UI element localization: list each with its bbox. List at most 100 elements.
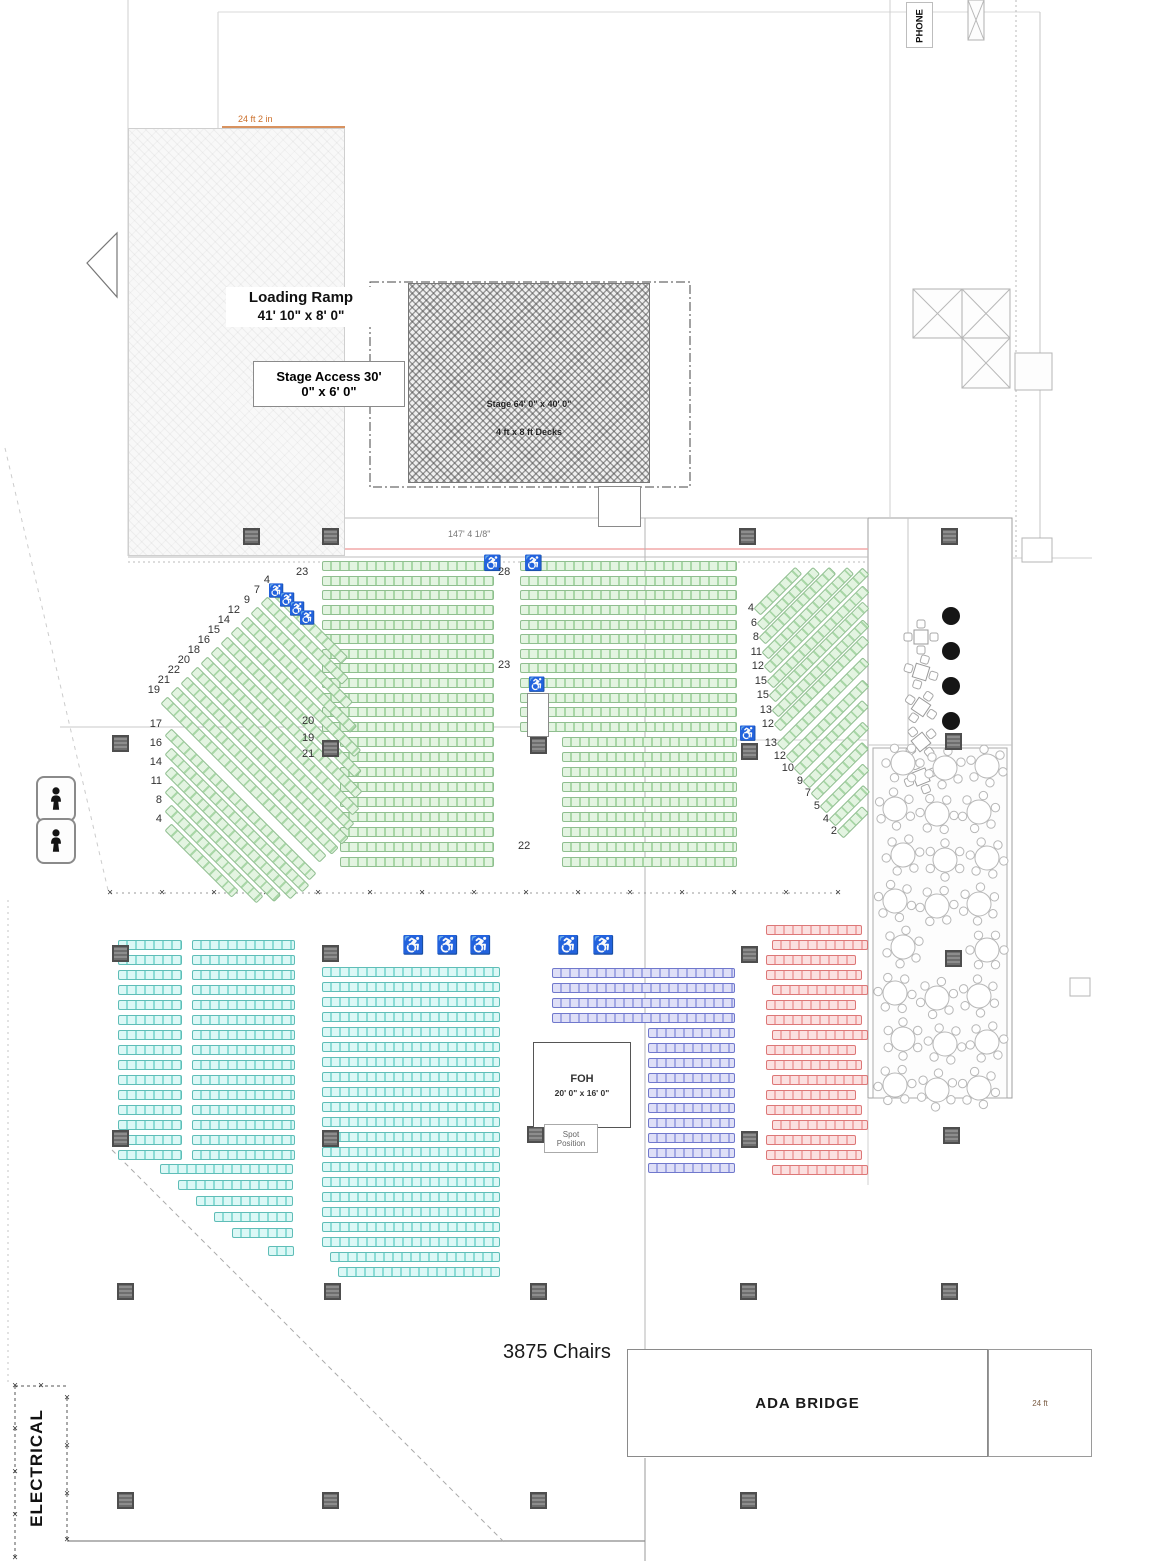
- seat-row: [562, 782, 737, 792]
- svg-text:×: ×: [575, 888, 581, 899]
- row-count-label: 13: [759, 704, 772, 716]
- svg-text:×: ×: [64, 1489, 70, 1500]
- svg-text:×: ×: [107, 888, 113, 899]
- stage-access-line2: 0" x 6' 0": [301, 384, 357, 399]
- seat-row: [772, 940, 868, 950]
- row-count-label: 16: [149, 737, 162, 749]
- person-icon: [51, 787, 61, 810]
- svg-text:×: ×: [159, 888, 165, 899]
- seat-row: [766, 1090, 856, 1100]
- foh-label-line2: 20' 0" x 16' 0": [554, 1087, 610, 1098]
- stage-label-line1: Stage 64' 0" x 40' 0": [486, 399, 572, 409]
- seat-row: [766, 1015, 862, 1025]
- pillar: [739, 528, 756, 545]
- seat-row: [562, 797, 737, 807]
- seat-row: [118, 1015, 182, 1025]
- seat-row: [192, 1105, 295, 1115]
- pillar: [324, 1283, 341, 1300]
- svg-text:×: ×: [731, 888, 737, 899]
- seat-row: [552, 968, 735, 978]
- svg-text:×: ×: [627, 888, 633, 899]
- stage-access-line1: Stage Access 30': [276, 369, 382, 384]
- row-count-label: 14: [149, 756, 162, 768]
- seat-row: [192, 1045, 295, 1055]
- seat-row: [322, 1147, 500, 1157]
- svg-text:×: ×: [367, 888, 373, 899]
- row-count-label: 11: [150, 775, 162, 787]
- seat-row: [766, 1045, 856, 1055]
- seat-row: [192, 955, 295, 965]
- row-count-label: 4: [822, 813, 829, 825]
- seat-row: [552, 983, 735, 993]
- pillar: [322, 740, 339, 757]
- total-chairs-label: 3875 Chairs: [503, 1341, 611, 1363]
- row-count-label: 15: [756, 689, 769, 701]
- seat-row: [766, 1150, 862, 1160]
- seat-row: [520, 605, 737, 615]
- seat-row: [648, 1058, 735, 1068]
- seat-row: [520, 649, 737, 659]
- svg-text:×: ×: [12, 1553, 18, 1562]
- seat-row: [232, 1228, 293, 1238]
- row-count-label: 10: [781, 762, 794, 774]
- wheelchair-icon: ♿: [279, 592, 296, 607]
- seat-row: [192, 1090, 295, 1100]
- row-count-label: 15: [754, 675, 767, 687]
- seat-row: [118, 1120, 182, 1130]
- row-count-label: 4: [263, 574, 270, 586]
- row-count-label: 20: [302, 715, 315, 727]
- seat-row: [520, 707, 737, 717]
- seat-row: [520, 620, 737, 630]
- seat-row: [322, 1102, 500, 1112]
- row-count-label: 22: [518, 840, 531, 852]
- wheelchair-icon: ♿: [268, 583, 285, 598]
- wheelchair-icon: ♿: [557, 935, 580, 955]
- seat-row: [562, 827, 737, 837]
- seat-row: [766, 1060, 862, 1070]
- row-count-label: 23: [296, 566, 309, 578]
- pillar: [112, 945, 129, 962]
- seat-row: [322, 1027, 500, 1037]
- stage-step: [598, 486, 641, 527]
- seat-row: [562, 842, 737, 852]
- svg-text:×: ×: [523, 888, 529, 899]
- seat-row: [772, 1165, 868, 1175]
- row-count-label: 13: [764, 737, 777, 749]
- pillar: [322, 1492, 339, 1509]
- wheelchair-icon: ♿: [483, 555, 502, 572]
- svg-text:×: ×: [64, 1535, 70, 1546]
- seat-row: [322, 722, 494, 732]
- phone-label: PHONE: [914, 9, 926, 43]
- cross-aisle-dimension: 147' 4 1/8": [448, 529, 491, 539]
- seat-row: [766, 955, 856, 965]
- spot-position-box: Spot Position: [544, 1124, 598, 1153]
- wheelchair-icon: ♿: [402, 935, 425, 955]
- seat-row: [772, 1030, 868, 1040]
- pillar: [243, 528, 260, 545]
- row-count-label: 8: [155, 794, 162, 806]
- row-count-label: 2: [830, 825, 837, 837]
- seat-row: [766, 1135, 856, 1145]
- seat-row: [340, 857, 494, 867]
- seat-row: [118, 1075, 182, 1085]
- ada-bridge-dimension: 24 ft: [1032, 1398, 1048, 1408]
- seat-row: [196, 1196, 293, 1206]
- seat-row: [322, 1177, 500, 1187]
- pillar: [741, 743, 758, 760]
- seat-row: [178, 1180, 293, 1190]
- restroom-icon: [36, 776, 76, 822]
- row-count-label: 21: [157, 674, 170, 686]
- pillar: [530, 1283, 547, 1300]
- seat-row: [648, 1088, 735, 1098]
- pillar: [117, 1492, 134, 1509]
- seat-row: [772, 1075, 868, 1085]
- seat-row: [322, 620, 494, 630]
- pillar: [941, 1283, 958, 1300]
- seat-row: [118, 1060, 182, 1070]
- foh-box: FOH 20' 0" x 16' 0": [533, 1042, 631, 1128]
- row-count-label: 9: [243, 594, 250, 606]
- seat-row: [322, 576, 494, 586]
- svg-text:×: ×: [211, 888, 217, 899]
- seat-row: [340, 782, 494, 792]
